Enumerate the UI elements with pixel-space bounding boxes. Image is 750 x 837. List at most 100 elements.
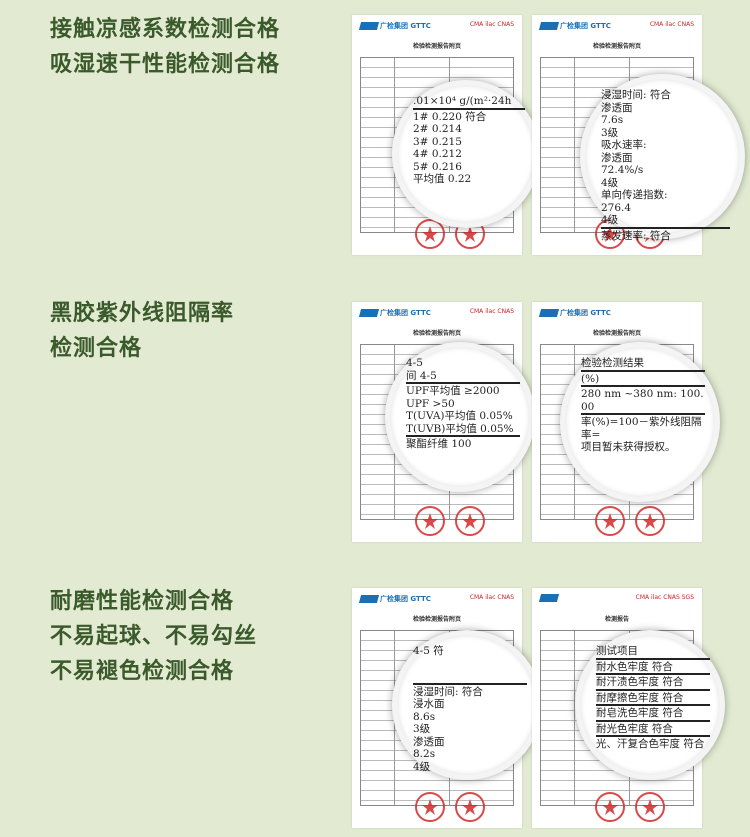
magnified-line: 2# 0.214: [413, 123, 462, 135]
document-title: 检验检测报告附页: [412, 616, 461, 623]
magnified-line: 率(%)=100－紫外线阻隔率=: [581, 413, 705, 441]
magnified-line: 渗透面: [413, 735, 445, 748]
magnified-line: 浸湿时间: 符合: [413, 682, 527, 699]
magnified-line: 5# 0.216: [413, 160, 462, 173]
magnified-line: [413, 658, 527, 671]
magnified-line: 渗透面: [601, 101, 633, 114]
red-seal-stamp-icon: [455, 792, 485, 822]
magnified-line: 1# 0.220 符合: [413, 107, 525, 124]
logo-text: 广检集团 GTTC: [380, 22, 431, 30]
logo-text: 广检集团 GTTC: [560, 309, 611, 317]
document-title: 检测报告: [604, 616, 629, 623]
magnified-line: 蒸发速率: 符合: [601, 226, 730, 243]
section-heading: 黑胶紫外线阻隔率检测合格: [50, 296, 234, 366]
magnified-line: T(UVA)平均值 0.05%: [406, 410, 513, 422]
magnified-line: 4级: [413, 760, 431, 773]
accreditation-logos: CMA ilac CNAS SGS: [635, 594, 694, 601]
magnified-line: 8.2s: [413, 748, 436, 760]
logo-mark-icon: [358, 309, 380, 317]
magnified-line: 276.4: [601, 201, 632, 214]
magnified-line: 耐水色牢度 符合: [596, 657, 710, 674]
magnified-line: 3# 0.215: [413, 135, 462, 148]
magnified-line: [413, 670, 527, 683]
magnified-line: 测试项目: [596, 645, 638, 657]
magnified-line: 4-5: [406, 357, 423, 369]
magnified-line: 72.4%/s: [601, 164, 644, 176]
magnified-line: 单向传递指数:: [601, 189, 668, 201]
magnified-line: 耐汗渍色牢度 符合: [596, 673, 710, 689]
red-seal-stamp-icon: [635, 506, 665, 536]
magnified-line: .01×10⁴ g/(m²·24h: [413, 95, 512, 107]
heading-line: 接触凉感系数检测合格: [50, 17, 281, 42]
magnified-line: 吸水速率:: [601, 139, 647, 151]
issuer-logo: 广检集团 GTTC: [358, 21, 431, 31]
magnified-line: 聚酯纤维 100: [406, 435, 520, 451]
magnified-line: 4级: [601, 214, 619, 226]
magnified-line: (%): [581, 369, 705, 386]
magnified-line: 平均值 0.22: [413, 173, 472, 185]
heading-line: 耐磨性能检测合格: [50, 589, 235, 614]
magnified-line: 耐光色牢度 符合: [596, 719, 710, 736]
magnified-line: UPF >50: [406, 397, 455, 410]
accreditation-logos: CMA ilac CNAS: [469, 308, 514, 315]
issuer-logo: 广检集团 GTTC: [538, 308, 611, 318]
logo-text: 广检集团 GTTC: [380, 309, 431, 317]
magnified-line: 渗透面: [601, 151, 633, 164]
magnified-line: 3级: [413, 723, 431, 735]
magnified-line: 间 4-5: [406, 369, 437, 382]
magnified-line: 3级: [601, 126, 619, 139]
logo-text: 广检集团 GTTC: [380, 595, 431, 603]
logo-mark-icon: [538, 309, 560, 317]
magnified-line: 光、汗复合色牢度 符合: [596, 735, 710, 751]
magnified-line: 4# 0.212: [413, 148, 462, 160]
logo-mark-icon: [538, 594, 560, 602]
magnified-line: T(UVB)平均值 0.05%: [406, 422, 514, 435]
issuer-logo: [538, 594, 560, 602]
document-title: 检验检测报告附页: [412, 43, 461, 50]
red-seal-stamp-icon: [635, 792, 665, 822]
logo-mark-icon: [358, 22, 380, 30]
red-seal-stamp-icon: [595, 792, 625, 822]
magnified-text: 测试项目耐水色牢度 符合耐汗渍色牢度 符合耐摩擦色牢度 符合耐皂洗色牢度 符合耐…: [596, 645, 710, 751]
heading-line: 黑胶紫外线阻隔率: [50, 301, 235, 326]
magnified-line: 4级: [601, 176, 619, 189]
accreditation-logos: CMA ilac CNAS: [469, 594, 514, 601]
section-heading: 耐磨性能检测合格不易起球、不易勾丝不易褪色检测合格: [50, 584, 257, 689]
red-seal-stamp-icon: [415, 219, 445, 249]
magnified-line: 耐皂洗色牢度 符合: [596, 704, 710, 720]
magnified-line: 浸水面: [413, 698, 445, 710]
magnified-line: UPF平均值 ≥2000: [406, 382, 520, 398]
heading-line: 检测合格: [50, 336, 143, 361]
document-title: 检验检测报告附页: [412, 330, 461, 337]
magnified-line: 检验检测结果: [581, 357, 644, 369]
document-title: 检验检测报告附页: [592, 43, 641, 50]
magnified-line: 浸湿时间: 符合: [601, 89, 671, 101]
magnified-line: 耐摩擦色牢度 符合: [596, 688, 710, 705]
logo-mark-icon: [358, 595, 380, 603]
issuer-logo: 广检集团 GTTC: [538, 21, 611, 31]
issuer-logo: 广检集团 GTTC: [358, 594, 431, 604]
logo-text: 广检集团 GTTC: [560, 22, 611, 30]
red-seal-stamp-icon: [415, 506, 445, 536]
magnified-line: 280 nm ~380 nm: 100.00: [581, 385, 705, 413]
red-seal-stamp-icon: [455, 506, 485, 536]
logo-mark-icon: [538, 22, 560, 30]
magnified-line: 8.6s: [413, 710, 436, 723]
heading-line: 吸湿速干性能检测合格: [50, 52, 281, 77]
red-seal-stamp-icon: [595, 506, 625, 536]
heading-line: 不易褪色检测合格: [50, 659, 235, 684]
magnified-line: 4-5 符: [413, 645, 444, 657]
red-seal-stamp-icon: [415, 792, 445, 822]
magnifier-callout: 测试项目耐水色牢度 符合耐汗渍色牢度 符合耐摩擦色牢度 符合耐皂洗色牢度 符合耐…: [575, 630, 725, 780]
section-heading: 接触凉感系数检测合格吸湿速干性能检测合格: [50, 12, 280, 82]
accreditation-logos: CMA ilac CNAS: [469, 21, 514, 28]
